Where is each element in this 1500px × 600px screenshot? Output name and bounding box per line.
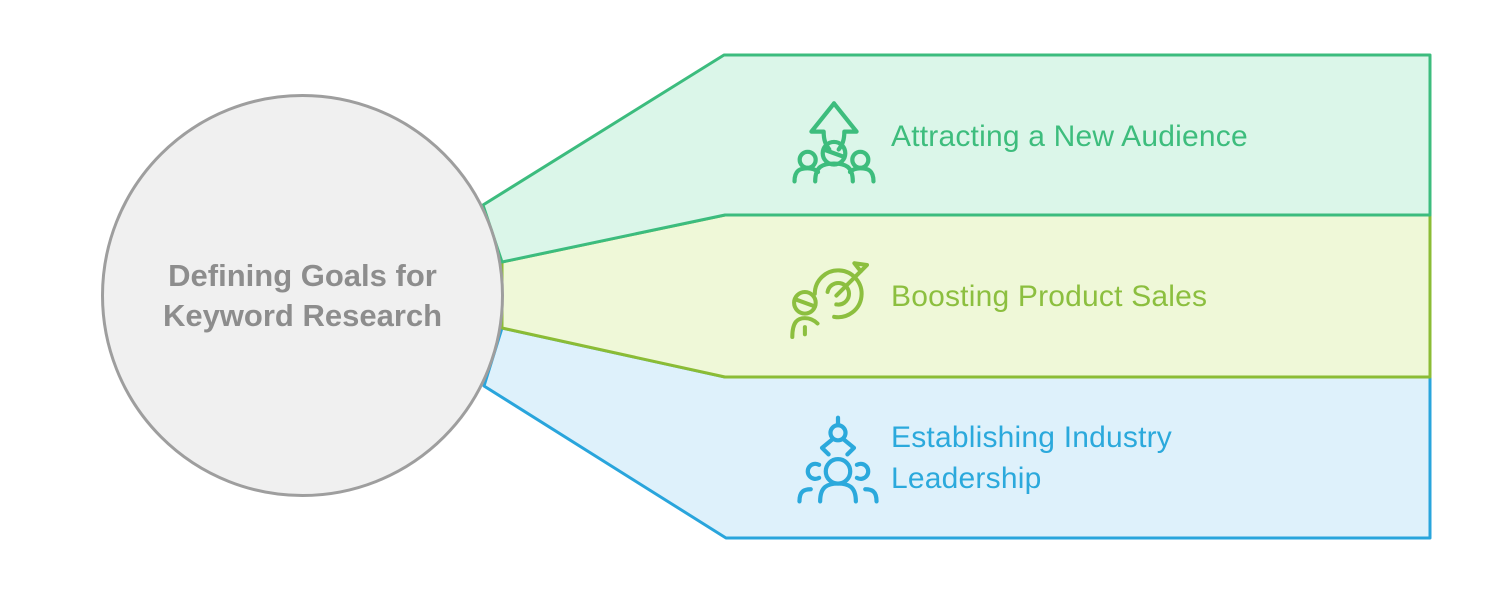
branch-label-industry-leadership: Establishing Industry Leadership [891,421,1173,495]
leadership-icon [791,412,885,510]
center-title: Defining Goals for Keyword Research [162,258,443,333]
branch-label-product-sales: Boosting Product Sales [891,280,1208,313]
target-dart-icon [786,256,876,346]
branch-label-new-audience: Attracting a New Audience [891,120,1248,153]
branch-shape-new-audience [481,53,1432,264]
center-circle [101,94,504,497]
audience-growth-icon [784,94,884,188]
